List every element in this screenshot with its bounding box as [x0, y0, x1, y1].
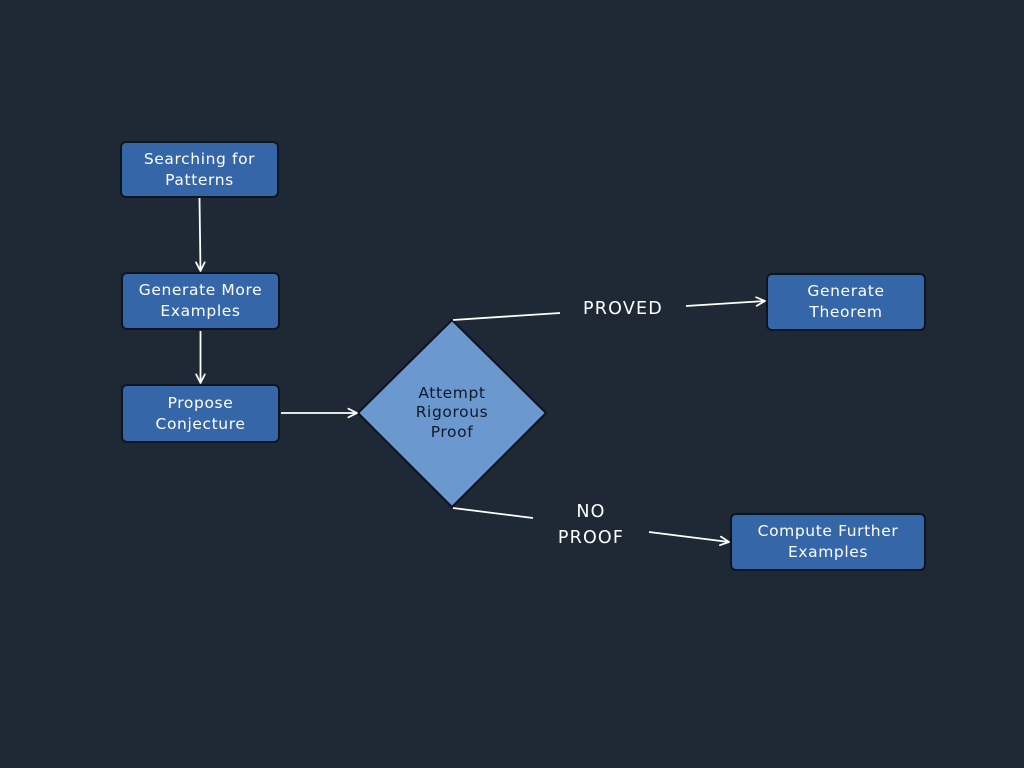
- decision-diamond[interactable]: [357, 319, 547, 508]
- arrow-noproof-to-compute: [648, 531, 730, 547]
- decision-attempt-rigorous-proof-label: Attempt Rigorous Proof: [415, 383, 489, 441]
- node-propose-conjecture[interactable]: Propose Conjecture: [121, 384, 280, 443]
- arrow-search-to-more: [195, 197, 206, 272]
- node-generate-more-examples[interactable]: Generate More Examples: [121, 272, 280, 330]
- line-attempt-to-proved-label: [452, 312, 561, 321]
- line-attempt-to-noproof-label: [452, 507, 534, 519]
- node-searching-for-patterns[interactable]: Searching for Patterns: [120, 141, 279, 198]
- node-compute-further-examples[interactable]: Compute Further Examples: [730, 513, 926, 571]
- edge-label-no-proof: NO PROOF: [557, 502, 625, 548]
- node-generate-theorem[interactable]: Generate Theorem: [766, 273, 926, 331]
- arrow-proved-to-theorem: [685, 296, 766, 307]
- edge-label-proved: PROVED: [583, 299, 663, 319]
